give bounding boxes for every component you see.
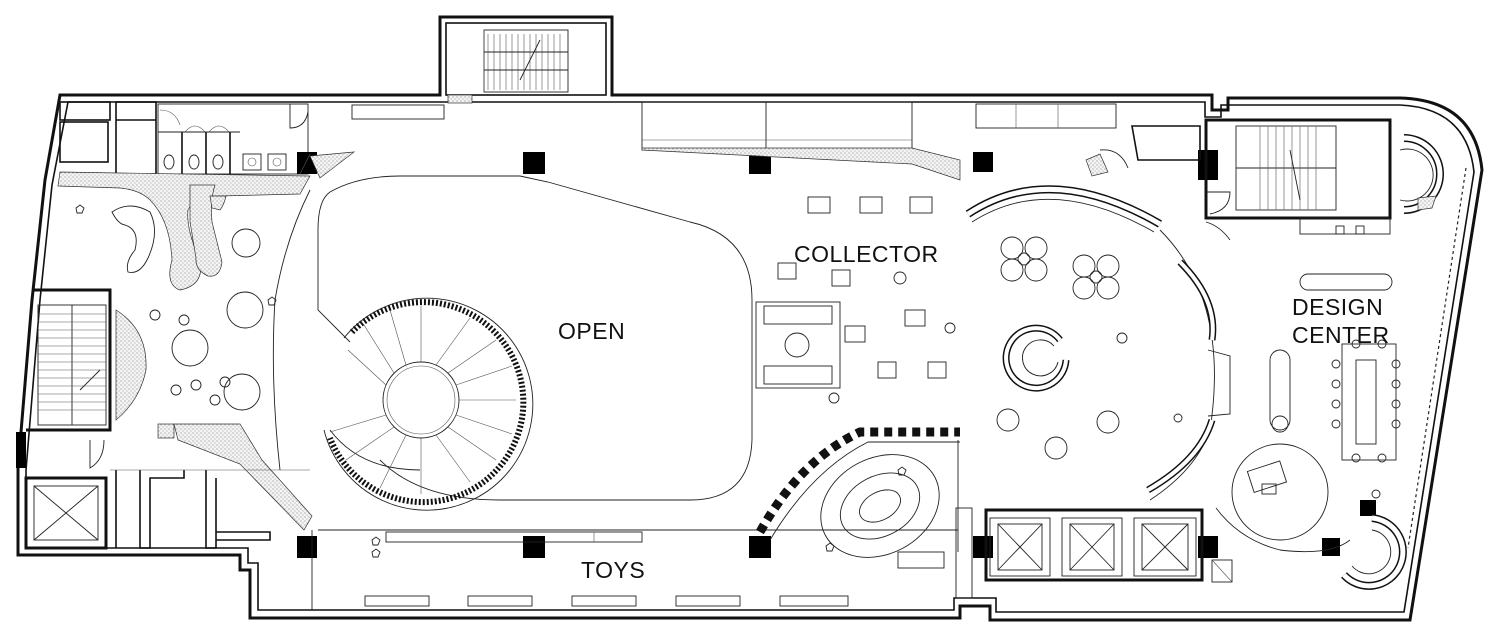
room-label-collector: COLLECTOR [794, 241, 939, 267]
toys-area [311, 427, 960, 610]
west-stair [26, 288, 147, 469]
room-label-toys: TOYS [581, 557, 646, 583]
decorative-band [57, 171, 311, 291]
design-center [1204, 118, 1467, 590]
room-label-design-line1: DESIGN [1292, 294, 1384, 320]
north-stair [447, 29, 569, 104]
spiral-stair [323, 297, 534, 511]
collector-area [755, 153, 1231, 501]
room-label-open: OPEN [558, 318, 626, 344]
open-area [299, 151, 958, 531]
room-label-design-center: DESIGN CENTER [1292, 293, 1390, 349]
elevator-bank [955, 507, 1233, 599]
top-benches [641, 101, 1201, 181]
left-lounge [75, 189, 313, 531]
toilets [59, 101, 445, 175]
room-label-design-line2: CENTER [1292, 322, 1390, 348]
columns [16, 150, 1376, 558]
sw-elevator [24, 469, 310, 550]
